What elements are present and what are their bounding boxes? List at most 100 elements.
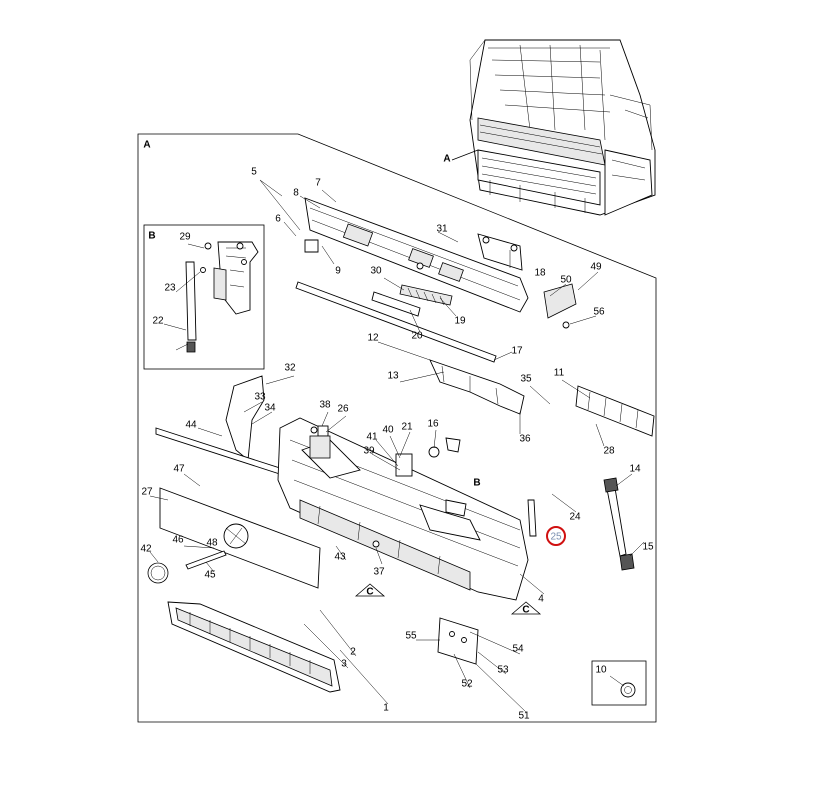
leader-line xyxy=(149,495,169,501)
part-label-36[interactable]: 36 xyxy=(519,434,531,445)
leader-line xyxy=(551,493,577,513)
leader-line xyxy=(409,309,421,333)
leader-line xyxy=(243,401,263,413)
side-lamp-drawing xyxy=(575,385,655,437)
part-label-18[interactable]: 18 xyxy=(534,268,546,279)
part-label-40[interactable]: 40 xyxy=(382,425,394,436)
part-label-37[interactable]: 37 xyxy=(373,567,385,578)
part-label-2[interactable]: 2 xyxy=(350,647,356,658)
leader-line xyxy=(197,427,223,437)
upper-grille-panel xyxy=(304,197,529,313)
part-label-20[interactable]: 20 xyxy=(411,331,423,342)
license-panel-drawing xyxy=(159,487,321,589)
part-label-39[interactable]: 39 xyxy=(363,446,375,457)
part-label-4[interactable]: 4 xyxy=(538,594,544,605)
part-label-49[interactable]: 49 xyxy=(590,262,602,273)
part-label-34[interactable]: 34 xyxy=(264,403,276,414)
leader-line xyxy=(321,245,335,265)
part-label-12[interactable]: 12 xyxy=(367,333,379,344)
lower-grille-drawing xyxy=(167,601,341,693)
leader-line xyxy=(259,179,301,231)
side-bracket-drawing xyxy=(477,233,577,329)
trim-strip-drawing xyxy=(295,281,497,363)
part-label-46[interactable]: 46 xyxy=(172,535,184,546)
part-label-7[interactable]: 7 xyxy=(315,178,321,189)
leader-line xyxy=(283,221,297,237)
part-label-55[interactable]: 55 xyxy=(405,631,417,642)
part-label-50[interactable]: 50 xyxy=(560,275,572,286)
part-label-22[interactable]: 22 xyxy=(152,316,164,327)
part-label-54[interactable]: 54 xyxy=(512,644,524,655)
part-label-51[interactable]: 51 xyxy=(518,711,530,722)
part-label-56[interactable]: 56 xyxy=(593,307,605,318)
cab-overview-drawing xyxy=(469,39,656,216)
part-label-13[interactable]: 13 xyxy=(387,371,399,382)
leader-line xyxy=(375,439,399,467)
part-label-45[interactable]: 45 xyxy=(204,570,216,581)
leader-line xyxy=(183,545,215,549)
bumper-drawing xyxy=(277,417,529,601)
part-label-26[interactable]: 26 xyxy=(337,404,349,415)
part-label-47[interactable]: 47 xyxy=(173,464,185,475)
part-label-3[interactable]: 3 xyxy=(341,659,347,670)
part-label-6[interactable]: 6 xyxy=(275,214,281,225)
part-label-9[interactable]: 9 xyxy=(335,266,341,277)
part-label-48[interactable]: 48 xyxy=(206,538,218,549)
part-label-23[interactable]: 23 xyxy=(164,283,176,294)
view-a-frame xyxy=(137,133,657,723)
part-label-1[interactable]: 1 xyxy=(383,703,389,714)
part-label-5[interactable]: 5 xyxy=(251,167,257,178)
tow-pin-drawing xyxy=(185,550,227,570)
part-labels: 1234567891011121314151617181920212223242… xyxy=(140,140,654,722)
leader-line xyxy=(325,415,347,433)
plate-bracket-drawing xyxy=(437,617,479,665)
part-label-10[interactable]: 10 xyxy=(595,665,607,676)
part-label-32[interactable]: 32 xyxy=(284,363,296,374)
part-label-29[interactable]: 29 xyxy=(179,232,191,243)
part-label-24[interactable]: 24 xyxy=(569,512,581,523)
section-label-c-left: C xyxy=(366,587,373,598)
part-label-28[interactable]: 28 xyxy=(603,446,615,457)
part-label-11[interactable]: 11 xyxy=(554,368,565,379)
leader-line xyxy=(205,561,215,573)
leader-line xyxy=(577,271,599,291)
leader-line xyxy=(469,631,521,655)
part-label-31[interactable]: 31 xyxy=(436,224,448,235)
leader-line xyxy=(175,271,201,293)
part-label-42[interactable]: 42 xyxy=(140,544,152,555)
part-label-33[interactable]: 33 xyxy=(254,392,266,403)
part-label-38[interactable]: 38 xyxy=(319,400,331,411)
part-label-35[interactable]: 35 xyxy=(520,374,532,385)
section-label-a-cab: A xyxy=(443,154,450,165)
leader-line xyxy=(149,551,159,563)
detail-b-hinge-drawing xyxy=(185,241,259,353)
leader-line xyxy=(183,473,201,487)
part-label-27[interactable]: 27 xyxy=(141,487,153,498)
part-label-41[interactable]: 41 xyxy=(366,432,378,443)
part-label-25[interactable]: 25 xyxy=(550,532,562,543)
part-label-52[interactable]: 52 xyxy=(461,679,473,690)
part-label-44[interactable]: 44 xyxy=(185,420,197,431)
part-label-53[interactable]: 53 xyxy=(497,665,509,676)
section-label-b-bumper: B xyxy=(473,478,480,489)
part-label-19[interactable]: 19 xyxy=(454,316,466,327)
part-label-8[interactable]: 8 xyxy=(293,188,299,199)
leader-line xyxy=(383,277,405,291)
part-label-16[interactable]: 16 xyxy=(427,419,439,430)
part-label-30[interactable]: 30 xyxy=(370,266,382,277)
corner-cover-drawing xyxy=(225,375,265,461)
leader-line xyxy=(609,675,625,687)
part-label-17[interactable]: 17 xyxy=(511,346,523,357)
leader-lines xyxy=(149,179,645,713)
leader-line xyxy=(321,189,337,203)
part-label-14[interactable]: 14 xyxy=(629,464,641,475)
part-label-15[interactable]: 15 xyxy=(642,542,654,553)
leader-line xyxy=(259,179,283,197)
part-label-21[interactable]: 21 xyxy=(401,422,413,433)
leader-line xyxy=(493,351,513,361)
leader-line xyxy=(437,231,459,243)
part-label-43[interactable]: 43 xyxy=(334,552,346,563)
leader-line xyxy=(569,315,597,325)
